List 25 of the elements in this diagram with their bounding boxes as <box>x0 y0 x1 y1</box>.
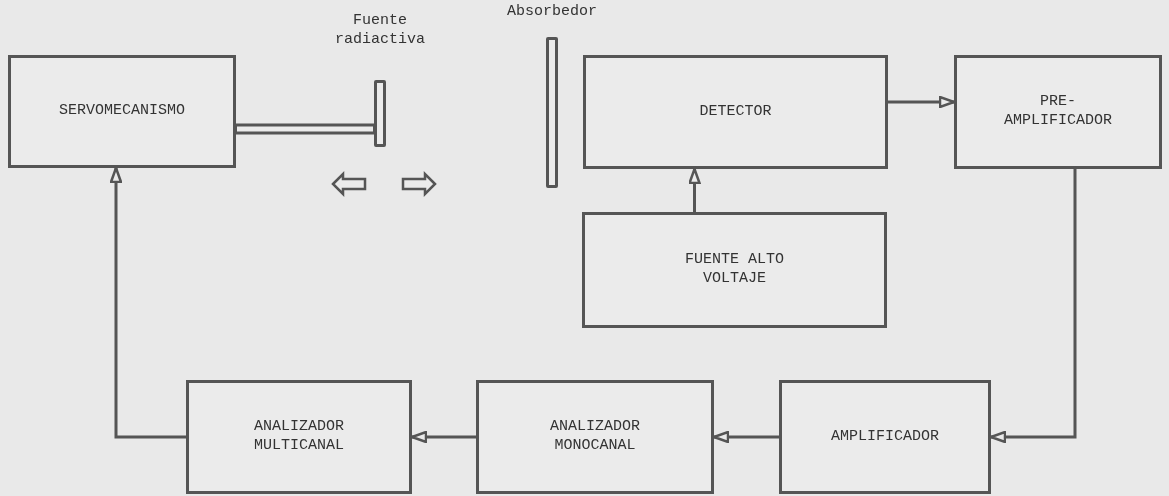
component-label: Fuente radiactiva <box>334 12 426 50</box>
box-label: PRE- AMPLIFICADOR <box>1003 93 1113 131</box>
arrow <box>109 166 186 439</box>
box-label: ANALIZADOR MONOCANAL <box>549 418 641 456</box>
rod-connector <box>236 123 374 135</box>
process-box <box>954 55 1162 169</box>
process-box <box>186 380 412 494</box>
box-label: SERVOMECANISMO <box>59 102 185 121</box>
process-box <box>8 55 236 168</box>
process-box <box>476 380 714 494</box>
arrow <box>410 430 476 444</box>
box-label: ANALIZADOR MULTICANAL <box>253 418 345 456</box>
arrow <box>989 169 1077 444</box>
box-label: DETECTOR <box>699 102 772 122</box>
radioactive-source-plate <box>374 80 386 147</box>
process-box <box>779 380 991 494</box>
component-label: Absorbedor <box>506 3 598 22</box>
box-label: AMPLIFICADOR <box>831 427 939 447</box>
process-box <box>583 55 888 169</box>
arrow <box>688 167 701 212</box>
absorber-plate <box>546 37 558 188</box>
arrow <box>888 95 956 109</box>
process-box <box>582 212 887 328</box>
arrow <box>712 430 779 444</box>
box-label: FUENTE ALTO VOLTAJE <box>684 251 785 289</box>
